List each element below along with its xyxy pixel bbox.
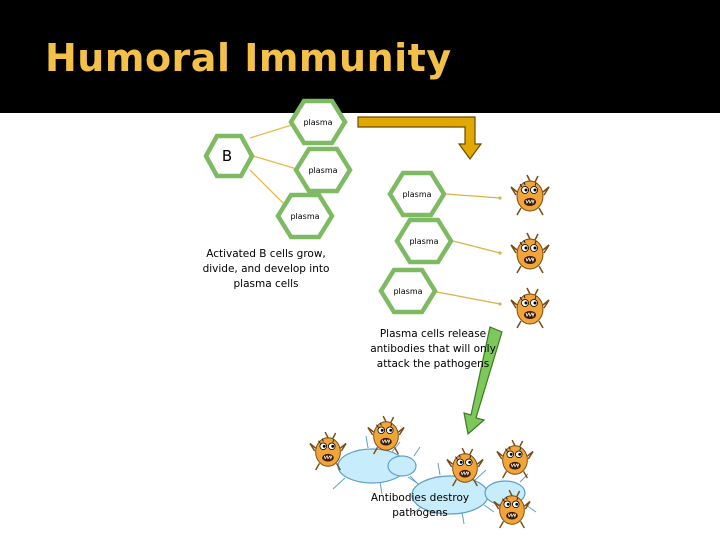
b-cell — [203, 133, 255, 179]
plasma-label: plasma — [393, 287, 422, 296]
antibody-line — [436, 291, 501, 305]
connector-line — [249, 154, 301, 171]
plasma-cell — [387, 170, 447, 218]
plasma-label: plasma — [409, 237, 438, 246]
antibody-tip — [498, 251, 502, 255]
plasma-cell-group — [275, 98, 454, 315]
caption-plasma-release: Plasma cells release antibodies that wil… — [370, 328, 496, 370]
plasma-cell — [288, 98, 348, 146]
plasma-cell — [293, 146, 353, 194]
b-cell-label: B — [222, 147, 232, 165]
pathogen-icon — [367, 415, 405, 455]
pathogen-icon — [496, 439, 534, 479]
plasma-label: plasma — [308, 166, 337, 175]
plasma-label: plasma — [402, 190, 431, 199]
antibody-line — [452, 240, 501, 254]
antibody-blob — [387, 455, 417, 477]
bent-arrow-top — [357, 116, 483, 161]
title-bar: Humoral Immunity — [0, 0, 720, 113]
plasma-cell — [275, 192, 335, 240]
connector-line — [249, 123, 296, 139]
plasma-label: plasma — [303, 118, 332, 127]
plasma-cell — [378, 267, 438, 315]
diagonal-arrow-down — [463, 326, 503, 436]
antibody-tip — [498, 302, 502, 306]
pathogen-icon — [510, 287, 550, 329]
slide-title: Humoral Immunity — [45, 36, 452, 80]
antibody-tip — [498, 196, 502, 200]
pathogen-column — [510, 174, 550, 329]
pathogen-icon — [510, 232, 550, 274]
antibody-line — [445, 193, 501, 199]
plasma-label: plasma — [290, 212, 319, 221]
antibody-cluster-right — [407, 439, 537, 529]
pathogen-icon — [510, 174, 550, 216]
plasma-cell — [394, 217, 454, 265]
antibody-lines — [436, 193, 502, 306]
caption-activated-cells: Activated B cells grow, divide, and deve… — [202, 248, 330, 290]
caption-antibodies-destroy: Antibodies destroy pathogens — [370, 492, 470, 519]
antibody-cluster-left — [309, 415, 421, 495]
